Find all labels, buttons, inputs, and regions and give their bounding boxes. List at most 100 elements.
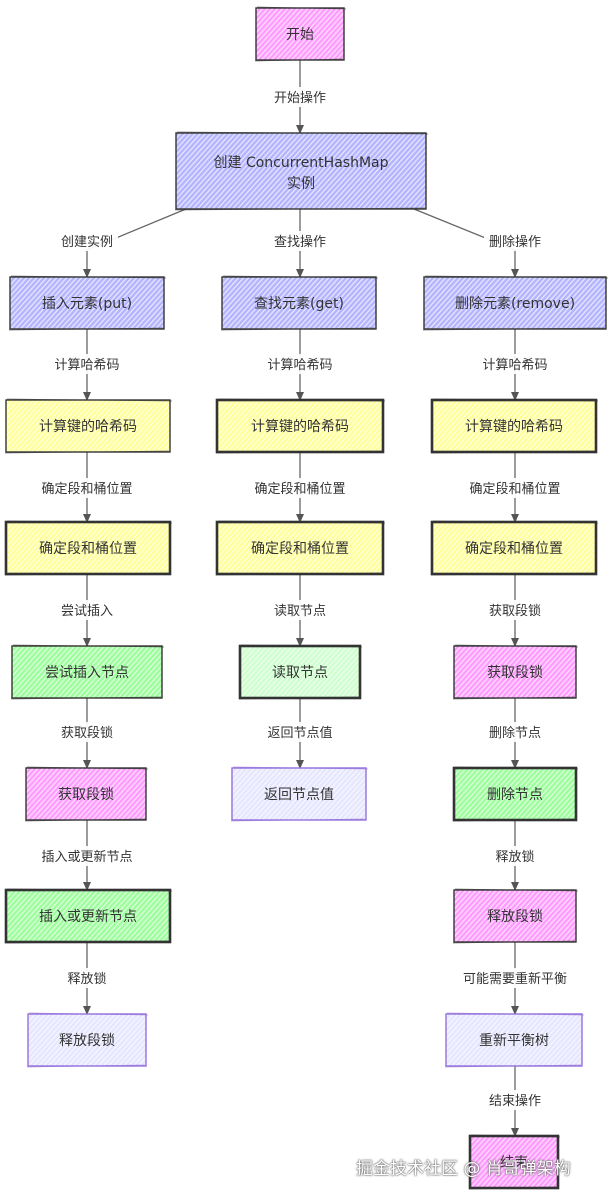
node-sketch-line: [444, 1012, 585, 1068]
node-label: 创建 ConcurrentHashMap: [214, 155, 389, 171]
edge-label-remove-lock: 获取段锁: [484, 600, 546, 620]
node-tint: [432, 522, 596, 574]
edge-label-background: [49, 354, 125, 374]
node-label: 确定段和桶位置: [39, 541, 137, 557]
node-sketch-line: [238, 644, 363, 700]
edge-label-background: [36, 846, 138, 866]
edge-label-background: [56, 600, 118, 620]
edge-label-text: 读取节点: [274, 604, 326, 619]
node-put-seg: 确定段和桶位置: [4, 520, 173, 576]
node-sketch-line: [430, 520, 599, 576]
node-hatch: [217, 522, 383, 574]
node-remove: 删除元素(remove): [422, 275, 609, 331]
node-label: 确定段和桶位置: [251, 541, 349, 557]
node-label: 插入或更新节点: [39, 909, 137, 925]
edge-label-background: [262, 722, 338, 742]
edge-label-background: [484, 600, 546, 620]
node-tint: [222, 277, 376, 329]
node-label: 获取段锁: [487, 665, 543, 681]
node-sketch-line: [4, 398, 173, 454]
edge-label-text: 创建实例: [61, 235, 113, 250]
node-sketch-line: [174, 131, 429, 211]
node-remove-hash: 计算键的哈希码: [430, 398, 599, 454]
node-label: 确定段和桶位置: [465, 541, 563, 557]
node-hatch: [432, 522, 596, 574]
node-sketch-line: [220, 275, 379, 331]
node-hatch: [28, 1014, 146, 1066]
edge-label-background: [490, 846, 540, 866]
node-put-update: 插入或更新节点: [4, 888, 173, 944]
node-hatch: [432, 400, 596, 452]
node-tint: [217, 522, 383, 574]
edge-label-text: 释放锁: [67, 971, 106, 987]
edge-label-text: 结束操作: [489, 1093, 541, 1109]
edge-label-text: 可能需要重新平衡: [463, 971, 567, 987]
node-tint: [470, 1136, 558, 1188]
node-hatch: [6, 400, 170, 452]
node-hatch: [446, 1014, 582, 1066]
node-label: 计算键的哈希码: [39, 419, 137, 435]
edge-label-text: 开始操作: [274, 90, 326, 106]
edge-label-background: [62, 968, 112, 988]
edge-label-background: [484, 231, 546, 251]
node-tint: [217, 400, 383, 452]
edge-label-background: [269, 231, 331, 251]
node-label: 开始: [286, 27, 314, 43]
edge-label-text: 尝试插入: [61, 604, 113, 619]
node-sketch-line: [4, 888, 173, 944]
node-sketch-line: [452, 644, 579, 700]
node-tint: [232, 768, 366, 820]
edge-label-put-lock: 获取段锁: [56, 722, 118, 742]
node-tint: [10, 277, 164, 329]
node-put: 插入元素(put): [8, 275, 167, 331]
edge-label-text: 确定段和桶位置: [41, 482, 132, 497]
node-tint: [424, 277, 606, 329]
edge-label-text: 确定段和桶位置: [469, 482, 560, 497]
node-tint: [12, 646, 162, 698]
node-sketch-line: [254, 6, 347, 62]
node-hatch: [26, 768, 146, 820]
node-get-hash: 计算键的哈希码: [215, 398, 386, 454]
node-label: 删除元素(remove): [455, 296, 575, 312]
edge-label-get-read: 读取节点: [269, 600, 331, 620]
edge-label-background: [36, 478, 138, 498]
node-label: 释放段锁: [487, 909, 543, 925]
edge-label-text: 释放锁: [495, 849, 534, 865]
node-label: 计算键的哈希码: [251, 419, 349, 435]
node-put-release: 释放段锁: [26, 1012, 149, 1068]
node-end: 结束: [468, 1134, 561, 1190]
node-start: 开始: [254, 6, 347, 62]
edge-label-get-seg: 确定段和桶位置: [249, 478, 351, 498]
node-label: 插入元素(put): [42, 296, 132, 312]
node-sketch-line: [24, 766, 149, 822]
node-sketch-line: [452, 888, 579, 944]
node-get: 查找元素(get): [220, 275, 379, 331]
node-tint: [454, 890, 576, 942]
node-remove-seg: 确定段和桶位置: [430, 520, 599, 576]
edge-label-put-update: 插入或更新节点: [36, 846, 138, 866]
node-sketch-line: [430, 398, 599, 454]
node-tint: [26, 768, 146, 820]
edge-label-background: [484, 722, 546, 742]
node-put-try: 尝试插入节点: [10, 644, 165, 700]
edge-label-text: 插入或更新节点: [41, 849, 132, 865]
edge-label-background: [56, 722, 118, 742]
node-tint: [454, 646, 576, 698]
edge-label-background: [262, 354, 338, 374]
edge-label-remove-rebalance: 可能需要重新平衡: [458, 968, 572, 988]
node-label: 读取节点: [272, 664, 328, 681]
edge-label-remove-delete: 删除节点: [484, 722, 546, 742]
edge-label-text: 删除操作: [489, 234, 541, 250]
edge-label-text: 确定段和桶位置: [254, 482, 345, 497]
node-label: 查找元素(get): [254, 296, 344, 312]
edge-label-text: 获取段锁: [61, 725, 113, 741]
edge-label-create-remove: 删除操作: [484, 231, 546, 251]
edge-label-text: 返回节点值: [267, 725, 332, 741]
watermark-text: 掘金技术社区 @ 肖哥弹架构: [356, 1159, 571, 1179]
node-label: 结束: [500, 1155, 528, 1171]
node-label: 计算键的哈希码: [465, 419, 563, 435]
node-remove-release: 释放段锁: [452, 888, 579, 944]
node-sketch-line: [215, 520, 386, 576]
edge-label-put-seg: 确定段和桶位置: [36, 478, 138, 498]
